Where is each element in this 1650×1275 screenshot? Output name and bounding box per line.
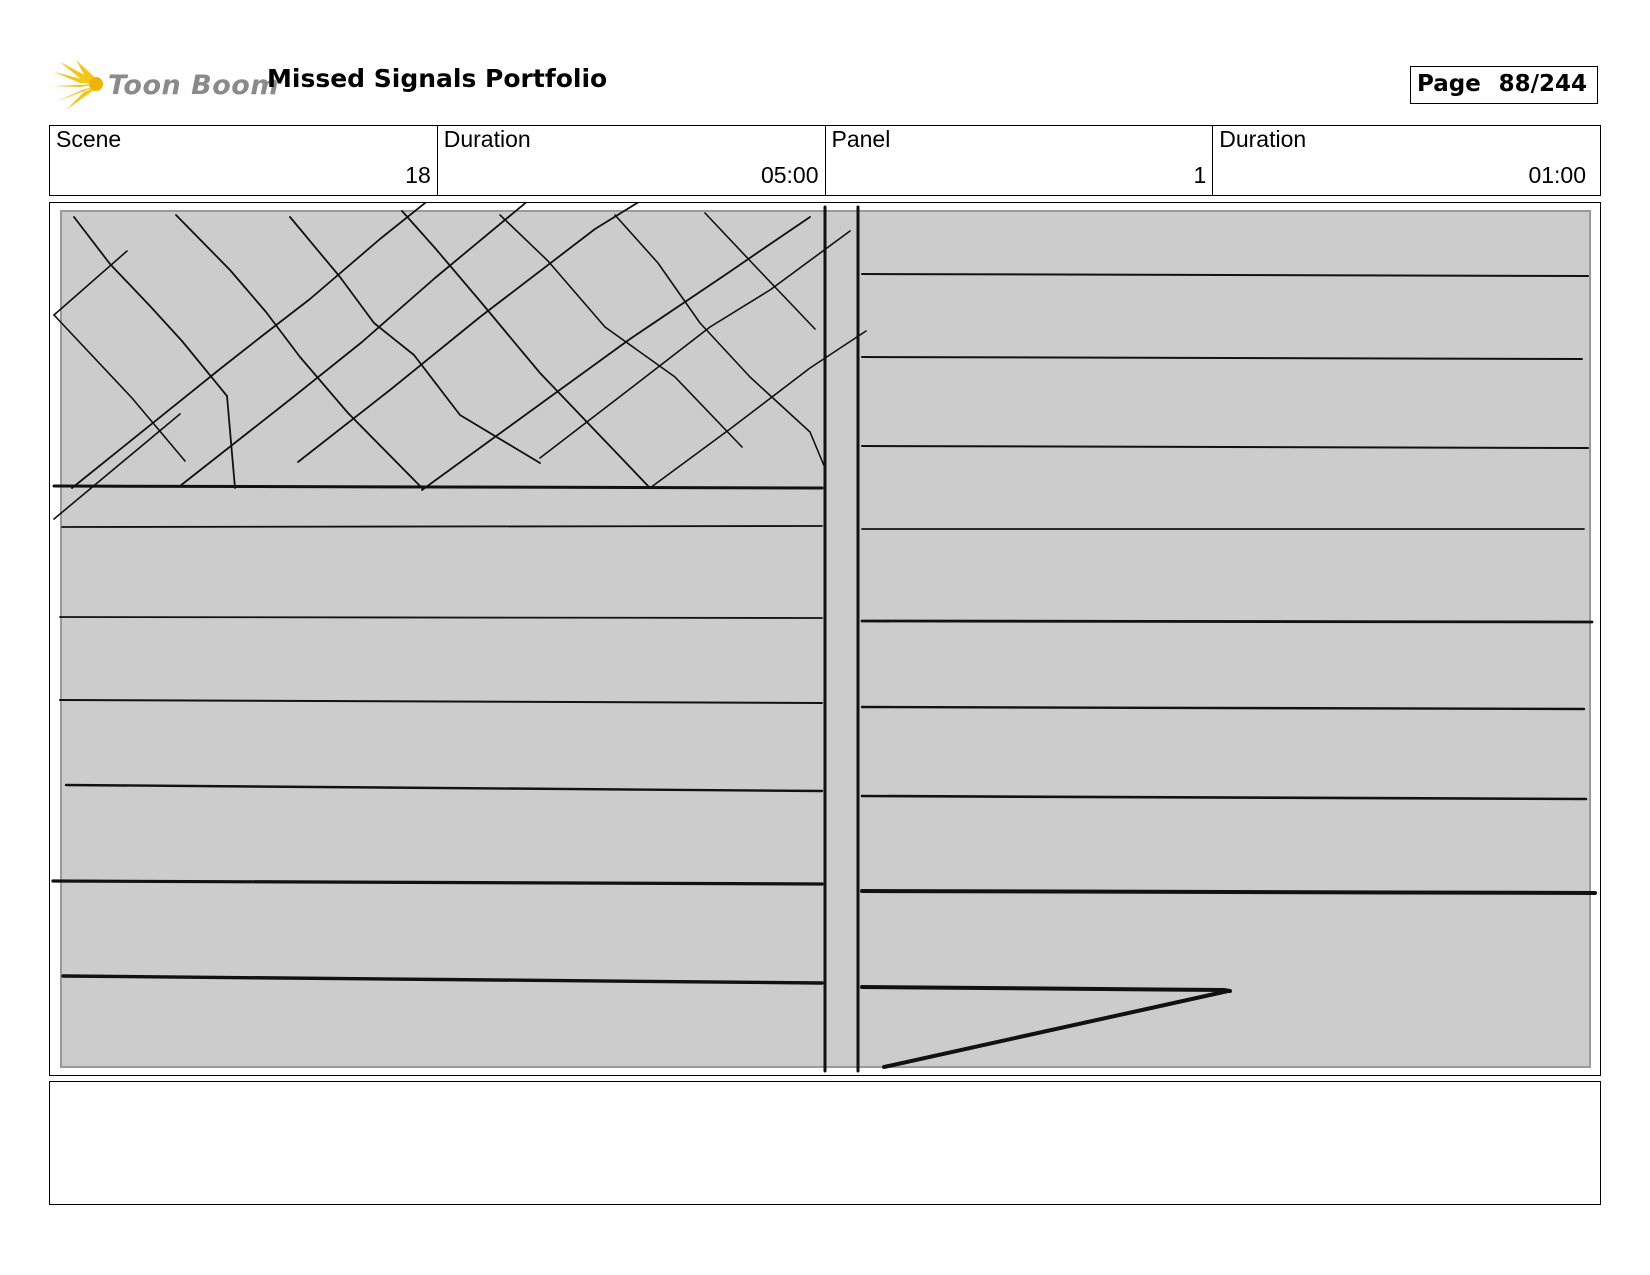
- scene-cell: Scene 18: [50, 126, 438, 195]
- panel-label: Panel: [831, 126, 891, 152]
- toon-boom-starburst-icon: [52, 60, 103, 110]
- toon-boom-logo: Toon Boom: [52, 58, 278, 112]
- panel-value: 1: [1193, 162, 1207, 188]
- panel-duration-cell: Duration 01:00: [1213, 126, 1600, 195]
- panel-cell: Panel 1: [826, 126, 1214, 195]
- chain-link-fence-lines: [53, 203, 867, 520]
- scene-duration-label: Duration: [443, 126, 531, 152]
- scene-duration-value: 05:00: [760, 162, 819, 188]
- panel-info-row: Scene 18 Duration 05:00 Panel 1 Duration…: [49, 125, 1601, 196]
- document-title: Missed Signals Portfolio: [267, 64, 608, 93]
- right-side-rails: [860, 273, 1597, 1069]
- page-label: Page: [1417, 71, 1481, 97]
- scene-label: Scene: [56, 126, 122, 152]
- page-indicator: Page 88/244: [1410, 66, 1598, 104]
- panel-duration-label: Duration: [1219, 126, 1307, 152]
- logo-text: Toon Boom: [108, 70, 279, 101]
- panel-duration-value: 01:00: [1528, 162, 1586, 188]
- storyboard-panel: [49, 202, 1601, 1076]
- panel-notes-area: [49, 1081, 1601, 1205]
- horizontal-fence-rails: [51, 484, 824, 985]
- post-lines: [823, 205, 860, 1073]
- scene-duration-cell: Duration 05:00: [438, 126, 826, 195]
- page-number: 88/244: [1498, 71, 1587, 97]
- panel-sketch: [51, 203, 1597, 1073]
- scene-value: 18: [405, 162, 431, 188]
